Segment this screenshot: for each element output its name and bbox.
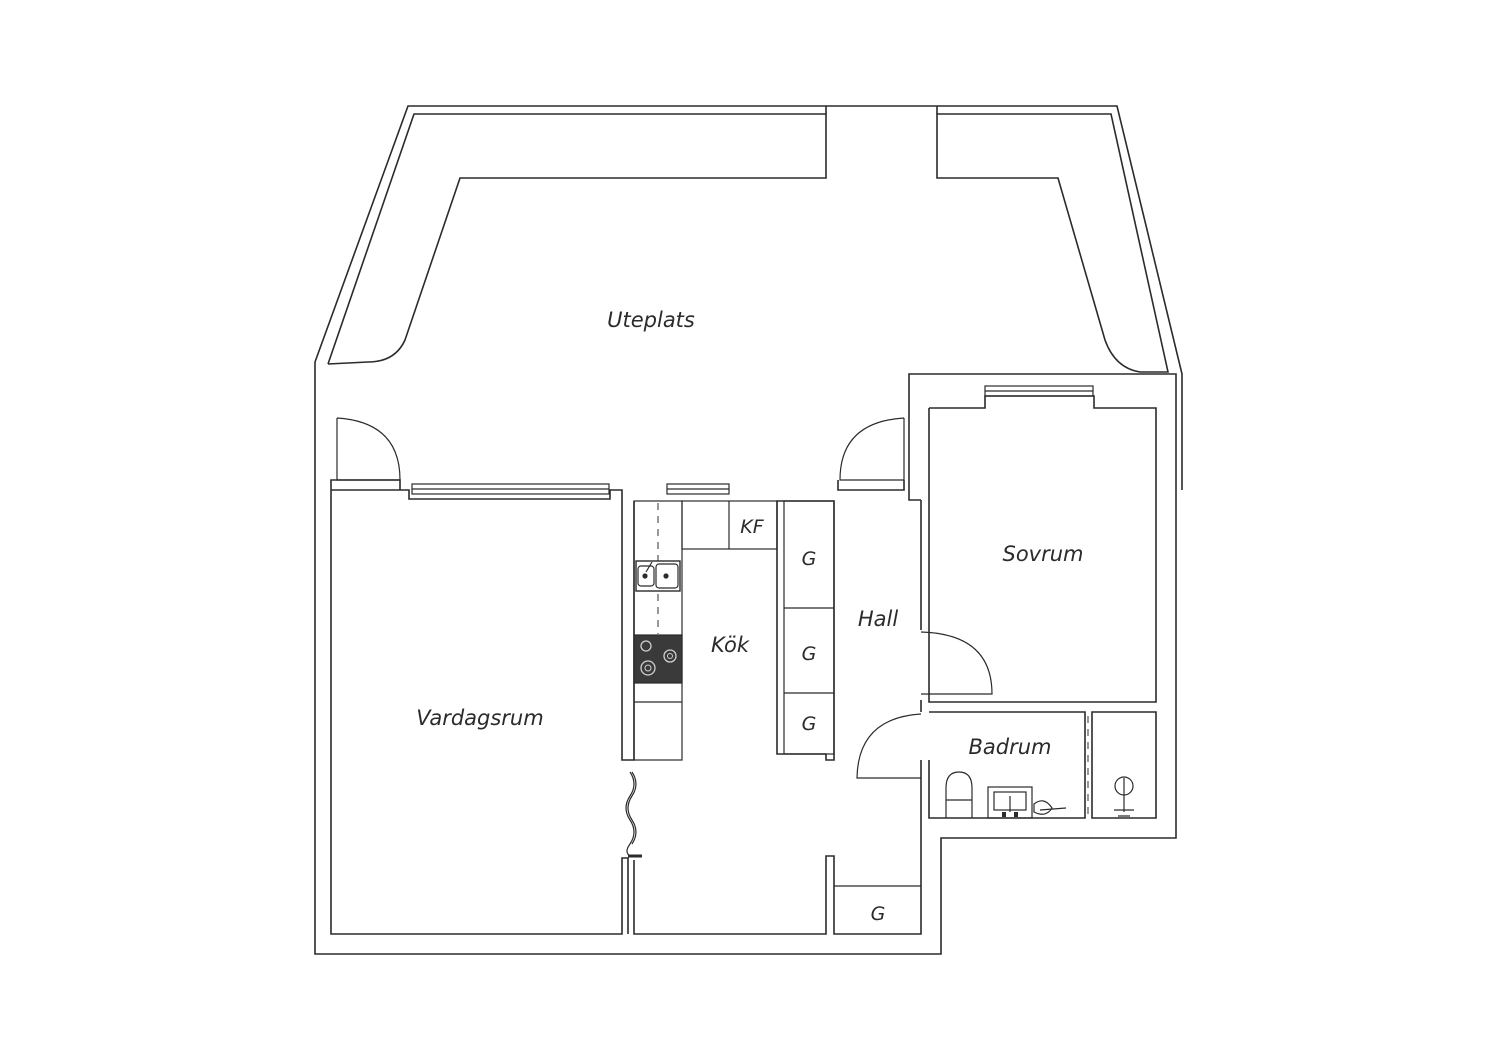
- shower-icon: [1087, 716, 1134, 817]
- toilet-icon: [945, 771, 973, 818]
- curtain-divider-icon: [625, 771, 642, 858]
- wardrobes: [776, 500, 921, 887]
- washbasin-icon: [987, 786, 1067, 819]
- label-sovrum: Sovrum: [1002, 542, 1083, 566]
- kitchen-counter: [633, 500, 778, 761]
- label-badrum: Badrum: [968, 735, 1051, 759]
- terrace: [314, 105, 1183, 490]
- label-closet-4: G: [871, 903, 886, 925]
- label-closet-3: G: [802, 713, 817, 735]
- label-kf: KF: [740, 516, 764, 538]
- label-vardagsrum: Vardagsrum: [416, 706, 543, 730]
- room-labels: Uteplats Sovrum Hall Kök Vardagsrum Badr…: [416, 308, 1083, 925]
- label-uteplats: Uteplats: [607, 308, 695, 332]
- sink-icon: [635, 560, 681, 592]
- label-closet-2: G: [802, 643, 817, 665]
- label-hall: Hall: [858, 607, 898, 631]
- label-kok: Kök: [711, 633, 750, 657]
- label-closet-1: G: [802, 548, 817, 570]
- doors: [336, 417, 993, 779]
- building-walls: [314, 362, 1177, 955]
- bathroom-fixtures: [945, 716, 1134, 819]
- stove-icon: [633, 634, 683, 684]
